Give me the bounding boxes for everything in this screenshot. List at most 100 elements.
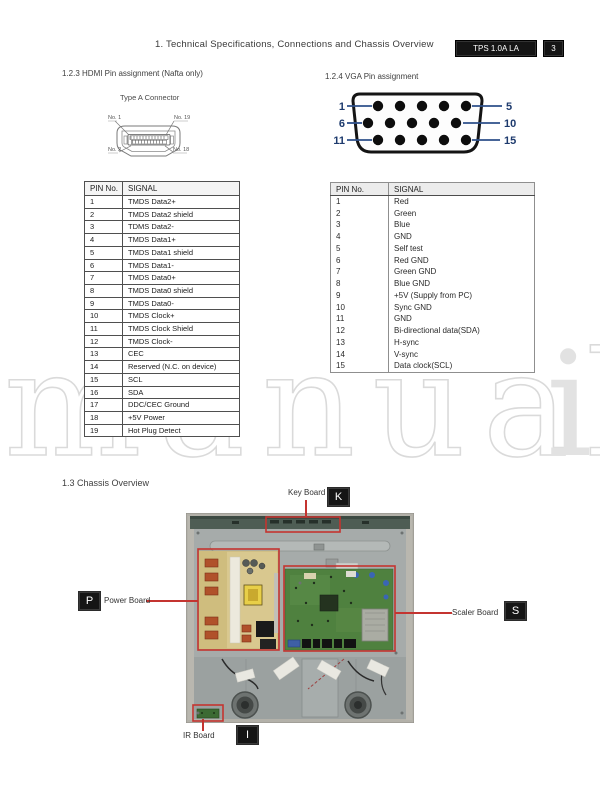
vga-pin-number-6: 6 [339, 118, 345, 130]
table-cell: 19 [84, 423, 123, 438]
table-cell: 2 [84, 207, 123, 222]
table-cell: TMDS Clock Shield [122, 322, 240, 336]
table-cell: Bi-directional data(SDA) [394, 326, 480, 336]
board-annotation-rects [192, 516, 396, 722]
table-cell: TMDS Data2+ [122, 195, 240, 209]
table-cell: 8 [84, 283, 123, 298]
table-cell: 9 [330, 289, 389, 302]
table-cell: TDMS Data2- [122, 220, 240, 235]
table-cell: +5V (Supply from PC) [394, 290, 473, 300]
power-board-badge: P [78, 591, 101, 611]
hdmi-section-heading: 1.2.3 HDMI Pin assignment (Nafta only) [62, 69, 203, 78]
table-cell: V-sync [394, 349, 419, 359]
table-cell: 14 [330, 348, 389, 361]
chassis-photo [186, 513, 414, 723]
ir-board-badge: I [236, 725, 259, 745]
hdmi-connector-diagram: No. 1 No. 19 No. 2 No. 18 [108, 115, 190, 157]
table-cell: TMDS Data0- [122, 296, 240, 311]
column-header: SIGNAL [122, 181, 240, 196]
table-cell: 13 [330, 336, 389, 349]
table-row: 15 Data clock(SCL) [330, 360, 535, 373]
table-cell: 12 [330, 325, 389, 337]
table-cell: TMDS Data1- [122, 258, 240, 273]
power-board-leader-line [146, 600, 198, 602]
vga-pin-number-15: 15 [504, 135, 516, 147]
table-cell: 6 [330, 254, 389, 267]
table-cell: 10 [330, 301, 389, 314]
table-cell: 6 [84, 258, 123, 273]
table-cell: TMDS Data2 shield [122, 207, 240, 222]
table-cell: Blue [394, 220, 411, 230]
key-board-badge: K [327, 487, 350, 507]
table-row: 6 Red GND [330, 254, 535, 267]
table-cell: Hot Plug Detect [122, 423, 240, 438]
table-cell: 5 [330, 242, 389, 255]
table-cell: 11 [84, 322, 123, 336]
table-cell: 7 [330, 266, 389, 279]
table-header-row: PIN No.SIGNAL [84, 181, 240, 196]
table-cell: 15 [84, 372, 123, 387]
table-cell: Data clock(SCL) [394, 361, 453, 371]
ir-board-label: IR Board [183, 731, 215, 740]
table-cell: TMDS Data1+ [122, 233, 240, 247]
column-header: PIN No. [84, 181, 123, 196]
table-cell: GND [394, 232, 412, 242]
chassis-section-heading: 1.3 Chassis Overview [62, 478, 150, 488]
vga-pin-number-5: 5 [506, 101, 512, 113]
table-cell: 5 [84, 245, 123, 260]
table-cell: Sync GND [394, 302, 432, 312]
table-row: 18+5V Power [84, 410, 240, 425]
table-cell: 2 [330, 207, 389, 220]
table-row: 3 Blue [330, 219, 535, 232]
table-cell: 1 [84, 195, 123, 209]
vga-pin-leader-lines [347, 105, 502, 141]
power-board-label: Power Board [104, 596, 151, 605]
watermark-solid-text: i [546, 330, 592, 480]
table-cell: Red [394, 197, 409, 206]
table-cell: TMDS Data0 shield [122, 283, 240, 298]
vga-section-heading: 1.2.4 VGA Pin assignment [325, 72, 419, 81]
table-row: 9 +5V (Supply from PC) [330, 289, 535, 302]
table-header-row: PIN No.SIGNAL [330, 182, 535, 196]
table-cell: TMDS Clock+ [122, 309, 240, 324]
vga-pin-number-10: 10 [504, 118, 516, 130]
table-cell: CEC [122, 347, 240, 362]
table-cell: Red GND [394, 255, 429, 265]
table-cell: 3 [330, 219, 389, 232]
column-header: PIN No. [330, 182, 389, 196]
hdmi-connector-title: Type A Connector [120, 93, 180, 102]
table-cell: SCL [122, 372, 240, 387]
table-cell: TMDS Data0+ [122, 271, 240, 285]
table-cell: 11 [330, 313, 389, 326]
vga-pin-number-1: 1 [339, 101, 345, 113]
table-cell: SDA [122, 385, 240, 400]
table-cell: 4 [330, 231, 389, 243]
hdmi-pin-label-no1: No. 1 [108, 115, 121, 121]
table-row: 11 GND [330, 313, 535, 326]
table-cell: 15 [330, 360, 389, 373]
table-cell: DDC/CEC Ground [122, 398, 240, 412]
table-cell: 12 [84, 334, 123, 349]
keyboard-leader-line [305, 500, 307, 517]
table-cell: Self test [394, 243, 423, 253]
table-row: 5 Self test [330, 242, 535, 255]
scaler-board-leader-line [395, 612, 452, 614]
table-cell: GND [394, 314, 412, 324]
